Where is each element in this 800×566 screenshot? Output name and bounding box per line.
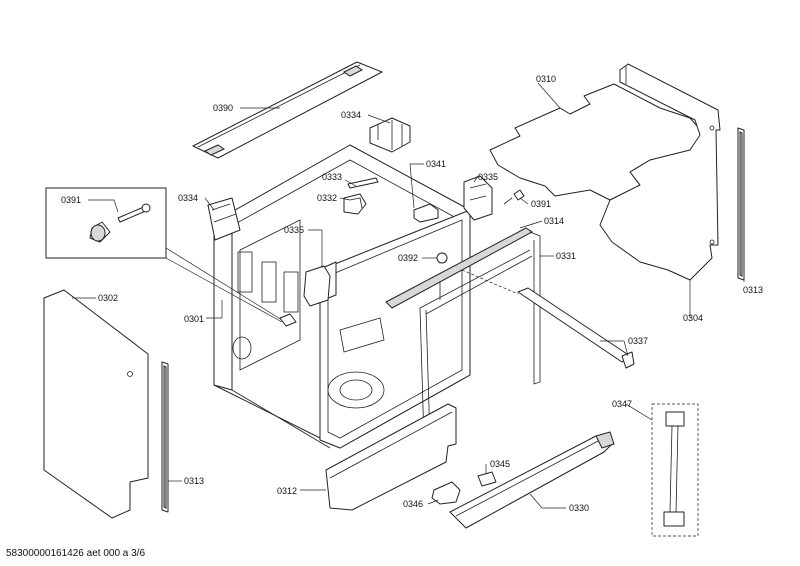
callout-0390: 0390 [213, 103, 233, 113]
callout-0335-right: 0335 [478, 172, 498, 182]
callout-0341: 0341 [426, 159, 446, 169]
callout-0333: 0333 [322, 172, 342, 182]
callout-0313-right: 0313 [743, 285, 763, 295]
part-0391-screw-right [503, 189, 525, 205]
callout-0337: 0337 [628, 336, 648, 346]
callout-0334-left: 0334 [178, 193, 198, 203]
callout-0347: 0347 [612, 399, 632, 409]
part-0302-front-panel [43, 289, 149, 519]
callout-0314: 0314 [544, 216, 564, 226]
callout-0391-inset: 0391 [61, 195, 81, 205]
part-0341-hinge [413, 203, 439, 223]
callout-0310: 0310 [536, 74, 556, 84]
callout-0312: 0312 [277, 486, 297, 496]
part-0313-left-strip [161, 361, 169, 513]
callout-0301: 0301 [184, 314, 204, 324]
part-0334-top-bracket [369, 117, 411, 153]
part-0391-inset-box [45, 187, 283, 323]
part-0335-bracket-left [303, 265, 331, 307]
part-0390-top-strip [192, 61, 383, 159]
document-reference: 58300000161426 aet 000 a 3/6 [6, 548, 145, 559]
callout-0345: 0345 [490, 459, 510, 469]
callout-0332: 0332 [317, 193, 337, 203]
part-0347-cable-box [651, 403, 699, 537]
callout-0313-left: 0313 [184, 476, 204, 486]
part-0332-clip [343, 193, 367, 215]
callout-0335-left: 0335 [284, 225, 304, 235]
callout-0391-right: 0391 [531, 199, 551, 209]
callout-0330: 0330 [569, 503, 589, 513]
part-0304-side-panel [599, 63, 721, 281]
part-0392-foot [436, 252, 448, 264]
part-0345-clip [477, 471, 497, 487]
part-0335-bracket-right [463, 175, 493, 221]
part-0391-screw-left [279, 313, 297, 327]
callout-0331: 0331 [556, 251, 576, 261]
part-0330-base-rail [449, 431, 615, 529]
callout-labels: 0390 0334 0310 0391 0334 0333 0341 0332 … [61, 74, 763, 513]
part-0313-right-strip [737, 127, 745, 281]
callout-0392: 0392 [398, 253, 418, 263]
callout-0304: 0304 [683, 313, 703, 323]
callout-0302: 0302 [98, 293, 118, 303]
part-0346-switch [431, 481, 461, 505]
callout-0334-top: 0334 [341, 110, 361, 120]
part-0337-rail [461, 269, 635, 369]
part-0301-tub [207, 144, 471, 449]
leader-lines [72, 82, 745, 509]
callout-0346: 0346 [403, 499, 423, 509]
part-0314-top-rail [385, 227, 533, 309]
part-0312-plinth [325, 403, 457, 511]
